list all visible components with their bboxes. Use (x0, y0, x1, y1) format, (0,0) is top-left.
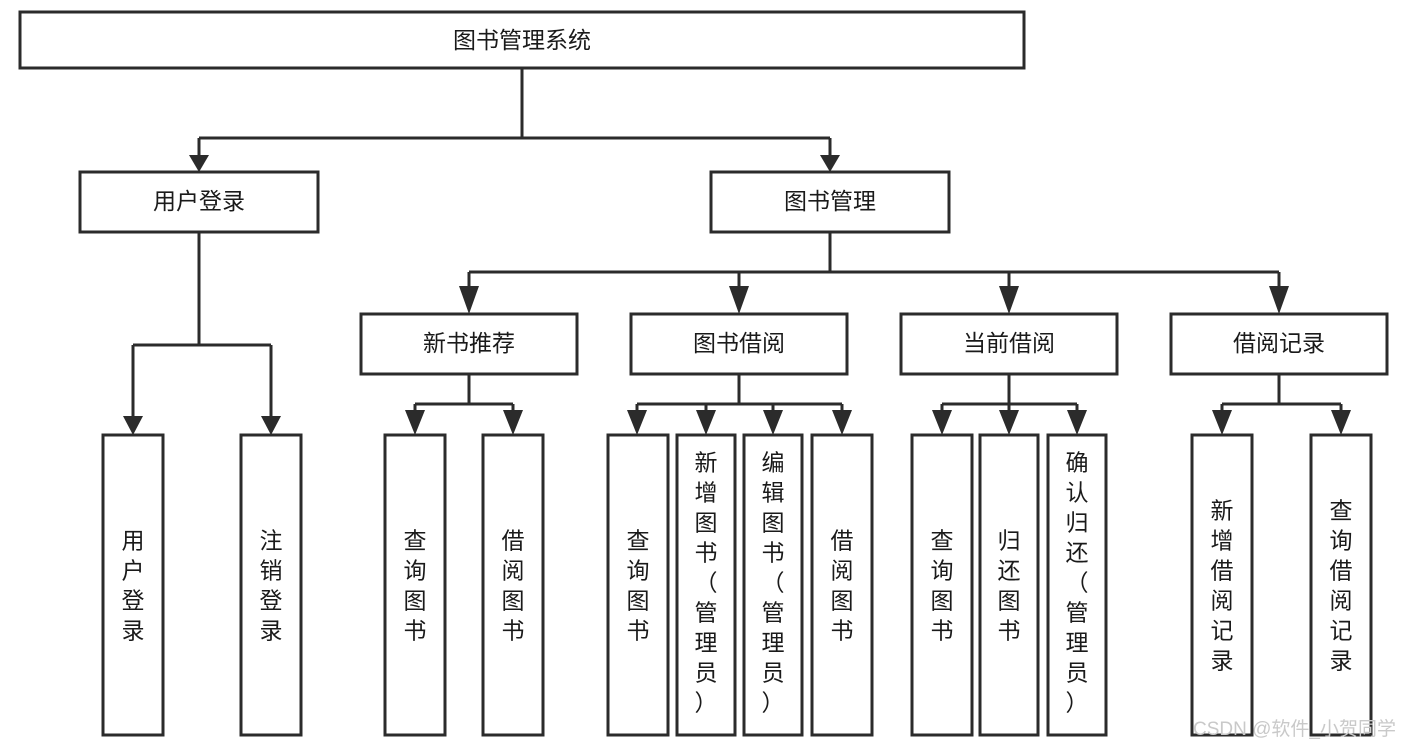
node-leaf-query-book-3[interactable]: 查询图书 (910, 433, 974, 737)
node-borrow-record[interactable]: 借阅记录 (1169, 312, 1389, 376)
node-leaf-borrow-book-2-box[interactable] (810, 433, 874, 737)
arrow-to-new-book-rec (459, 286, 479, 314)
node-leaf-query-record-label: 查询借阅记录 (1330, 497, 1353, 673)
node-book-borrow-label: 图书借阅 (693, 330, 785, 356)
arrow-to-book-manage (820, 155, 840, 172)
csdn-watermark: CSDN @软件_小贺同学 (1193, 718, 1396, 740)
node-leaf-query-book-2[interactable]: 查询图书 (606, 433, 670, 737)
node-root[interactable]: 图书管理系统 (18, 10, 1026, 70)
arrow-to-leaf-query-book-1 (405, 410, 425, 435)
arrow-to-leaf-user-login (123, 416, 143, 435)
node-borrow-record-label: 借阅记录 (1233, 330, 1325, 356)
node-leaf-add-book-box[interactable] (675, 433, 737, 737)
arrow-to-leaf-return-book (999, 410, 1019, 435)
connector-book-manage-bus (467, 232, 1281, 288)
node-leaf-confirm-return[interactable]: 确认归还（管理员） (1046, 433, 1108, 737)
connector-borrow-record-bus (1220, 374, 1343, 412)
node-book-manage[interactable]: 图书管理 (709, 170, 951, 234)
node-leaf-add-record-label: 新增借阅记录 (1211, 497, 1234, 673)
node-user-login-label: 用户登录 (153, 188, 245, 214)
connector-current-borrow-bus (940, 374, 1079, 412)
connector-root-bus (197, 68, 832, 160)
node-leaf-edit-book[interactable]: 编辑图书（管理员） (742, 433, 804, 737)
node-leaf-confirm-return-box[interactable] (1046, 433, 1108, 737)
node-leaf-user-login-box[interactable] (101, 433, 165, 737)
node-leaf-logout[interactable]: 注销登录 (239, 433, 303, 737)
node-new-book-rec-box[interactable] (359, 312, 579, 376)
node-leaf-edit-book-box[interactable] (742, 433, 804, 737)
connector-layer (123, 68, 1351, 435)
node-leaf-add-book-label: 新增图书（管理员） (695, 449, 718, 715)
node-leaf-add-book[interactable]: 新增图书（管理员） (675, 433, 737, 737)
node-root-box[interactable] (18, 10, 1026, 70)
node-leaf-user-login[interactable]: 用户登录 (101, 433, 165, 737)
node-leaf-borrow-book-2[interactable]: 借阅图书 (810, 433, 874, 737)
node-current-borrow-label: 当前借阅 (963, 330, 1055, 356)
node-leaf-query-book-1-label: 查询图书 (404, 527, 427, 643)
arrow-to-user-login (189, 155, 209, 172)
node-root-label: 图书管理系统 (453, 27, 591, 53)
arrow-to-leaf-query-book-3 (932, 410, 952, 435)
connector-book-borrow-bus (635, 374, 844, 412)
connector-new-book-rec-bus (413, 374, 515, 412)
arrow-to-current-borrow (999, 286, 1019, 314)
node-leaf-borrow-book-1-box[interactable] (481, 433, 545, 737)
arrow-to-leaf-query-record (1331, 410, 1351, 435)
node-leaf-borrow-book-2-label: 借阅图书 (831, 527, 854, 643)
arrow-to-leaf-query-book-2 (627, 410, 647, 435)
node-leaf-query-book-3-box[interactable] (910, 433, 974, 737)
connector-user-login-bus (131, 232, 273, 420)
node-leaf-borrow-book-1[interactable]: 借阅图书 (481, 433, 545, 737)
node-user-login[interactable]: 用户登录 (78, 170, 320, 234)
node-book-manage-box[interactable] (709, 170, 951, 234)
node-leaf-query-record[interactable]: 查询借阅记录 (1309, 433, 1373, 737)
node-leaf-query-record-box[interactable] (1309, 433, 1373, 737)
node-leaf-return-book-label: 归还图书 (998, 527, 1021, 643)
arrow-to-leaf-add-book (696, 410, 716, 435)
node-leaf-logout-label: 注销登录 (260, 527, 283, 643)
arrow-to-leaf-add-record (1212, 410, 1232, 435)
node-leaf-query-book-3-label: 查询图书 (931, 527, 954, 643)
node-leaf-add-record[interactable]: 新增借阅记录 (1190, 433, 1254, 737)
arrow-to-borrow-record (1269, 286, 1289, 314)
node-current-borrow-box[interactable] (899, 312, 1119, 376)
node-leaf-add-record-box[interactable] (1190, 433, 1254, 737)
node-book-borrow[interactable]: 图书借阅 (629, 312, 849, 376)
node-leaf-query-book-1-box[interactable] (383, 433, 447, 737)
node-leaf-edit-book-label: 编辑图书（管理员） (762, 449, 785, 715)
node-current-borrow[interactable]: 当前借阅 (899, 312, 1119, 376)
node-leaf-query-book-2-label: 查询图书 (627, 527, 650, 643)
node-leaf-return-book[interactable]: 归还图书 (978, 433, 1040, 737)
arrow-to-leaf-confirm-return (1067, 410, 1087, 435)
arrow-to-leaf-edit-book (763, 410, 783, 435)
arrow-to-leaf-logout (261, 416, 281, 435)
node-book-manage-label: 图书管理 (784, 188, 876, 214)
arrow-to-leaf-borrow-book-2 (832, 410, 852, 435)
node-leaf-logout-box[interactable] (239, 433, 303, 737)
node-leaf-confirm-return-label: 确认归还（管理员） (1066, 449, 1089, 715)
node-leaf-return-book-box[interactable] (978, 433, 1040, 737)
node-leaf-user-login-label: 用户登录 (122, 527, 145, 643)
node-leaf-query-book-2-box[interactable] (606, 433, 670, 737)
arrow-to-leaf-borrow-book-1 (503, 410, 523, 435)
node-user-login-box[interactable] (78, 170, 320, 234)
node-borrow-record-box[interactable] (1169, 312, 1389, 376)
node-new-book-rec-label: 新书推荐 (423, 330, 515, 356)
node-leaf-borrow-book-1-label: 借阅图书 (502, 527, 525, 643)
arrow-to-book-borrow (729, 286, 749, 314)
node-leaf-query-book-1[interactable]: 查询图书 (383, 433, 447, 737)
node-new-book-rec[interactable]: 新书推荐 (359, 312, 579, 376)
node-book-borrow-box[interactable] (629, 312, 849, 376)
